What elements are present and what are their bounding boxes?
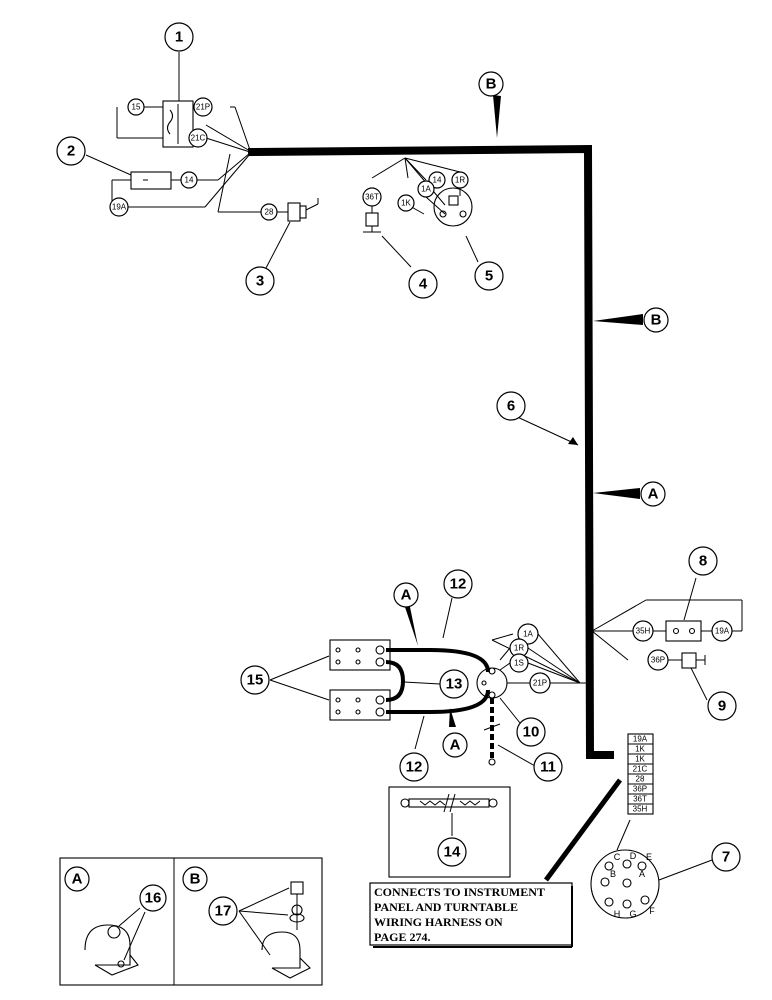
- note-line-2: PANEL AND TURNTABLE: [374, 900, 518, 914]
- pin-label: E: [646, 852, 652, 862]
- pin-label: F: [649, 906, 655, 916]
- inset-clips: [59, 857, 323, 986]
- clip-label-a-mid: A: [648, 486, 659, 503]
- clip-label-b-mid: B: [651, 312, 662, 329]
- terminal-label: 28: [636, 775, 645, 784]
- callout-2: 2: [67, 143, 75, 160]
- pin-label: C: [614, 852, 621, 862]
- inset-14: [388, 786, 511, 878]
- main-harness: [247, 144, 614, 759]
- clip-labels: B B A A A A B: [64, 71, 669, 892]
- switch-9: [681, 652, 697, 669]
- wire-tag-15: 15: [132, 103, 141, 112]
- wire-tag-21C: 21C: [191, 134, 206, 143]
- callout-10: 10: [523, 724, 540, 741]
- clip-17: [261, 881, 311, 979]
- terminal-labels: 19A 1K 1K 21C 28 36P 36T 35H: [628, 735, 653, 814]
- note-line-4: PAGE 274.: [374, 930, 430, 944]
- inset-label-b: B: [190, 871, 201, 888]
- callout-5: 5: [485, 268, 493, 285]
- wire-tag-1S: 1S: [514, 659, 524, 668]
- terminal-label: 36T: [633, 795, 647, 804]
- wire-tag-1R: 1R: [455, 176, 465, 185]
- clip-label-b-top: B: [486, 76, 497, 93]
- callout-1: 1: [175, 29, 183, 46]
- connector-7: [590, 849, 660, 919]
- connector-pins: C D E B A H G F: [600, 851, 655, 919]
- callout-8: 8: [699, 553, 707, 570]
- callout-6: 6: [507, 398, 515, 415]
- pin-label: D: [630, 851, 637, 861]
- callout-11: 11: [540, 759, 556, 776]
- wire-tag-36P: 36P: [651, 656, 665, 665]
- callout-4: 4: [419, 276, 428, 293]
- fuse-2: [130, 171, 172, 190]
- wire-tag-1A: 1A: [421, 185, 431, 194]
- terminal-label: 35H: [633, 805, 648, 814]
- clip-label-a-battery-bottom: A: [450, 737, 461, 754]
- callout-16: 16: [145, 890, 162, 907]
- wire-tag-1K: 1K: [401, 199, 411, 208]
- callout-12-top: 12: [450, 576, 467, 593]
- note-line-3: WIRING HARNESS ON: [374, 915, 503, 929]
- wire-tag-14b: 14: [433, 176, 442, 185]
- callout-17: 17: [215, 903, 232, 920]
- battery-lower: [329, 689, 391, 721]
- pin-label: G: [629, 909, 636, 919]
- wire-tag-21P: 21P: [196, 103, 210, 112]
- wire-tag-35H: 35H: [636, 627, 651, 636]
- lamp-4: [365, 212, 379, 227]
- wire-tag-1R-b: 1R: [514, 644, 524, 653]
- battery-upper: [329, 639, 391, 671]
- clip-16: [84, 924, 139, 976]
- note-line-1: CONNECTS TO INSTRUMENT: [374, 885, 545, 899]
- terminal-label: 1K: [635, 745, 645, 754]
- callout-7: 7: [722, 849, 730, 866]
- wire-tag-21P-b: 21P: [533, 679, 547, 688]
- callout-12-bottom: 12: [406, 759, 423, 776]
- ground-strap-14: [400, 793, 498, 813]
- switch-3: [287, 198, 319, 222]
- relay-8: [665, 620, 702, 642]
- wire-tag-28: 28: [265, 208, 274, 217]
- solenoid-10: [476, 667, 508, 699]
- wire-tag-36T: 36T: [365, 193, 379, 202]
- wire-tag-19A-right: 19A: [715, 627, 730, 636]
- pin-label: H: [614, 909, 621, 919]
- plug-5: [433, 187, 473, 227]
- wire-tag-14: 14: [185, 176, 194, 185]
- callout-13: 13: [446, 676, 463, 693]
- callouts: 1 2 3 4 5 6 7 8 9 10 11 12 12 13 14 15 1…: [56, 22, 741, 926]
- terminal-label: 21C: [633, 765, 648, 774]
- callout-9: 9: [718, 698, 726, 715]
- callout-14: 14: [444, 844, 461, 861]
- terminal-label: 36P: [633, 785, 647, 794]
- switch-box-1: [162, 100, 194, 148]
- clip-label-a-battery-top: A: [401, 587, 412, 604]
- terminal-label: 1K: [635, 755, 645, 764]
- pin-label: A: [639, 869, 645, 879]
- callout-15: 15: [247, 672, 264, 689]
- wire-tag-1A-b: 1A: [523, 630, 533, 639]
- callout-3: 3: [256, 273, 264, 290]
- pin-label: B: [610, 869, 616, 879]
- wire-tag-19A: 19A: [112, 203, 127, 212]
- terminal-label: 19A: [633, 735, 648, 744]
- inset-label-a: A: [72, 871, 83, 888]
